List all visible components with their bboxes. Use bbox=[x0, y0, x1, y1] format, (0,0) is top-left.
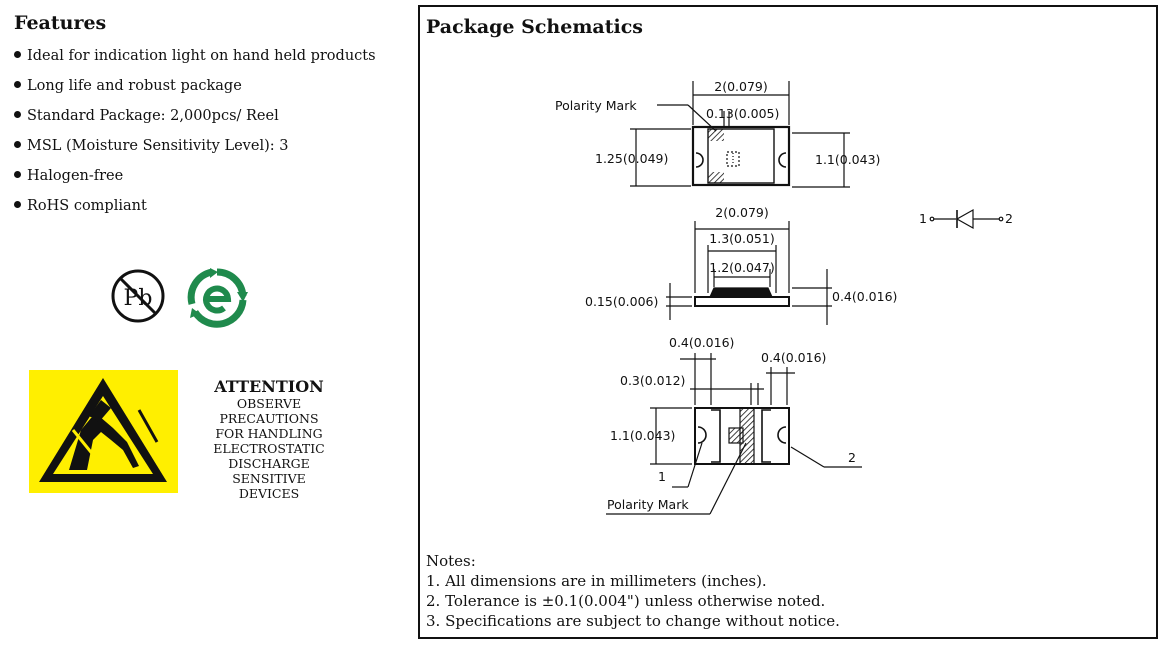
symbol-pin2-label: 2 bbox=[1005, 211, 1013, 226]
schematics-title: Package Schematics bbox=[426, 16, 643, 38]
notes-block: Notes: 1. All dimensions are in millimet… bbox=[426, 551, 840, 631]
pin1-label: 1 bbox=[658, 469, 666, 484]
total-height-label: 0.4(0.016) bbox=[832, 289, 897, 304]
eco-e-icon bbox=[187, 268, 248, 328]
esd-warning-icon bbox=[29, 370, 178, 493]
pin2-label: 2 bbox=[848, 450, 856, 465]
lens-inner-width-label: 1.2(0.047) bbox=[709, 260, 774, 275]
note-item: 3. Specifications are subject to change … bbox=[426, 612, 840, 630]
feature-item: Standard Package: 2,000pcs/ Reel bbox=[14, 106, 404, 136]
diode-symbol bbox=[929, 208, 1004, 230]
side-view-width-label: 2(0.079) bbox=[715, 205, 769, 220]
feature-item: Halogen-free bbox=[14, 166, 404, 196]
bullet-icon bbox=[14, 111, 21, 118]
symbol-pin1-label: 1 bbox=[919, 211, 927, 226]
feature-item: Long life and robust package bbox=[14, 76, 404, 106]
pad-right-width-label: 0.4(0.016) bbox=[761, 350, 826, 365]
pb-free-icon: Pb bbox=[111, 269, 165, 323]
bullet-icon bbox=[14, 81, 21, 88]
note-item: 1. All dimensions are in millimeters (in… bbox=[426, 572, 767, 590]
attention-line: DISCHARGE bbox=[228, 456, 310, 471]
attention-line: FOR HANDLING bbox=[215, 426, 323, 441]
bullet-icon bbox=[14, 51, 21, 58]
pad-left-width-label: 0.4(0.016) bbox=[669, 335, 734, 350]
attention-line: SENSITIVE bbox=[232, 471, 306, 486]
bottom-view bbox=[606, 353, 862, 515]
bullet-icon bbox=[14, 141, 21, 148]
note-item: 2. Tolerance is ±0.1(0.004") unless othe… bbox=[426, 592, 826, 610]
feature-item: RoHS compliant bbox=[14, 196, 404, 226]
feature-item: MSL (Moisture Sensitivity Level): 3 bbox=[14, 136, 404, 166]
bullet-icon bbox=[14, 171, 21, 178]
side-view bbox=[666, 221, 832, 325]
lens-outer-width-label: 1.3(0.051) bbox=[709, 231, 774, 246]
bullet-icon bbox=[14, 201, 21, 208]
notes-heading: Notes: bbox=[426, 552, 476, 570]
package-schematic-drawing: 2(0.079) Polarity Mark 0.13(0.005) 1.25(… bbox=[555, 79, 1013, 515]
base-thickness-label: 0.15(0.006) bbox=[585, 294, 658, 309]
top-height-outer-label: 1.25(0.049) bbox=[595, 151, 668, 166]
top-polarity-mark-label: Polarity Mark bbox=[555, 98, 637, 113]
pad-gap-label: 0.3(0.012) bbox=[620, 373, 685, 388]
attention-line: DEVICES bbox=[238, 486, 300, 501]
bottom-height-label: 1.1(0.043) bbox=[610, 428, 675, 443]
mark-width-label: 0.13(0.005) bbox=[706, 106, 779, 121]
features-section: Features Ideal for indication light on h… bbox=[14, 12, 404, 226]
bottom-polarity-mark-label: Polarity Mark bbox=[607, 497, 689, 512]
features-heading: Features bbox=[14, 12, 107, 34]
top-height-inner-label: 1.1(0.043) bbox=[815, 152, 880, 167]
top-view bbox=[630, 81, 850, 188]
attention-line: ELECTROSTATIC bbox=[213, 441, 325, 456]
attention-notice: ATTENTION OBSERVE PRECAUTIONS FOR HANDLI… bbox=[186, 377, 352, 501]
top-view-width-label: 2(0.079) bbox=[714, 79, 768, 94]
package-schematics-panel: Package Schematics bbox=[418, 5, 1158, 639]
attention-title: ATTENTION bbox=[214, 377, 324, 396]
feature-item: Ideal for indication light on hand held … bbox=[14, 46, 404, 76]
features-list: Ideal for indication light on hand held … bbox=[14, 46, 404, 226]
attention-line: OBSERVE PRECAUTIONS bbox=[219, 396, 319, 426]
